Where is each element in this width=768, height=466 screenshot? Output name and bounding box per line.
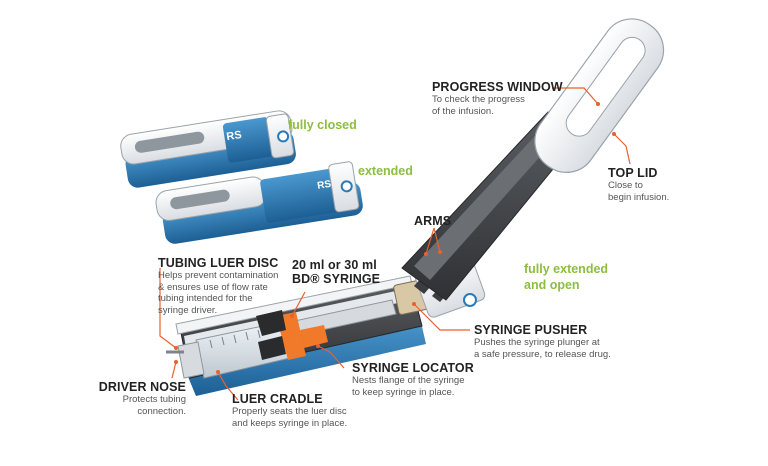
callout-syringe: 20 ml or 30 ml BD® SYRINGE [292, 258, 380, 286]
syringe-title-1: 20 ml or 30 ml [292, 258, 377, 272]
label-and-open: and open [524, 278, 580, 292]
driver-nose-desc-1: Protects tubing [122, 394, 186, 405]
leader-lines [159, 87, 631, 401]
syringe-locator-desc-2: to keep syringe in place. [352, 386, 455, 398]
syringe-locator-title: SYRINGE LOCATOR [352, 361, 474, 375]
progress-window-desc-1: To check the progress [432, 94, 525, 105]
luer-cradle-desc-2: and keeps syringe in place. [232, 417, 348, 429]
tubing-luer-disc-desc-2: & ensures use of flow rate [158, 281, 268, 293]
label-extended: extended [358, 164, 413, 178]
leader-dots [174, 102, 616, 374]
top-lid-title: TOP LID [608, 166, 658, 180]
device-fully-extended [166, 18, 665, 396]
top-lid-desc-1: Close to [608, 180, 643, 191]
callout-luer-cradle: LUER CRADLE Properly seats the luer disc… [232, 392, 347, 429]
device-fully-closed: RS [120, 110, 296, 188]
luer-cradle-desc-1: Properly seats the luer disc [232, 406, 347, 417]
callout-driver-nose: DRIVER NOSE Protects tubing connection. [92, 380, 186, 417]
top-lid [534, 18, 665, 173]
syringe-pusher-desc-2: a safe pressure, to release drug. [474, 348, 611, 360]
syringe [166, 299, 397, 379]
syringe-title-2: BD® SYRINGE [292, 272, 381, 286]
driver-nose-desc-2: connection. [137, 405, 186, 417]
tubing-luer-disc-desc-1: Helps prevent contamination [158, 270, 279, 281]
callout-top-lid: TOP LID Close to begin infusion. [608, 166, 669, 203]
progress-window-title: PROGRESS WINDOW [432, 80, 563, 94]
progress-window-desc-2: of the infusion. [432, 105, 494, 117]
label-fully-closed: fully closed [288, 118, 357, 132]
callout-tubing-luer-disc: TUBING LUER DISC Helps prevent contamina… [158, 256, 278, 316]
syringe-pusher-title: SYRINGE PUSHER [474, 323, 588, 337]
callout-syringe-pusher: SYRINGE PUSHER Pushes the syringe plunge… [474, 323, 611, 360]
callout-arms-title: ARMS [414, 214, 452, 228]
syringe-pusher-desc-1: Pushes the syringe plunger at [474, 337, 600, 348]
luer-cradle-title: LUER CRADLE [232, 392, 323, 406]
tubing-luer-disc-title: TUBING LUER DISC [158, 256, 279, 270]
driver-nose-title: DRIVER NOSE [98, 380, 186, 394]
label-fully-extended: fully extended [524, 262, 609, 276]
syringe-locator-desc-1: Nests flange of the syringe [352, 375, 465, 386]
tubing-luer-disc-desc-4: syringe driver. [158, 304, 218, 316]
callout-syringe-locator: SYRINGE LOCATOR Nests flange of the syri… [352, 361, 474, 398]
device-extended: RS [155, 161, 363, 244]
callout-progress-window: PROGRESS WINDOW To check the progress of… [432, 80, 563, 117]
device-badge-closed: RS [226, 129, 243, 143]
tubing-luer-disc-desc-3: tubing intended for the [158, 293, 253, 304]
device-badge-extended: RS [317, 179, 333, 192]
top-lid-desc-2: begin infusion. [608, 191, 670, 203]
